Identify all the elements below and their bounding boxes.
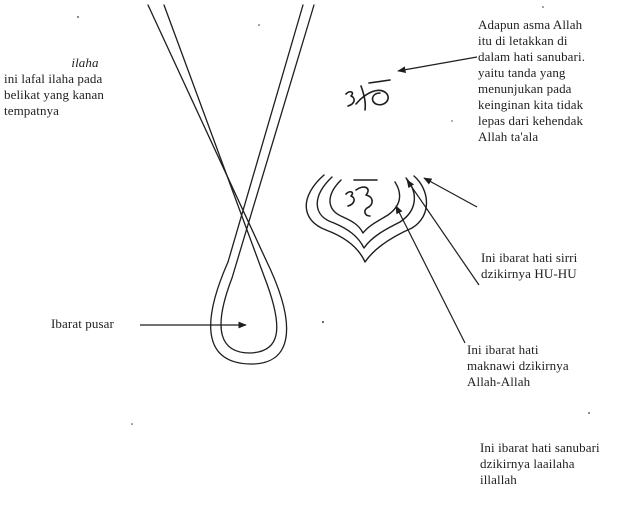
- hati-sanubari-line: Ini ibarat hati sanubari: [480, 440, 640, 456]
- asma-allah-line: keinginan kita tidak: [478, 97, 638, 113]
- asma-allah-line: dalam hati sanubari.: [478, 49, 638, 65]
- arrow-asma: [398, 57, 477, 71]
- heart-arc-inner: [330, 180, 400, 233]
- hati-sanubari-line: dzikirnya laailaha: [480, 456, 640, 472]
- hati-sirri-label: Ini ibarat hati sirri dzikirnya HU-HU: [481, 250, 631, 282]
- asma-allah-line: Allah ta'ala: [478, 129, 638, 145]
- hati-maknawi-line: maknawi dzikirnya: [467, 358, 617, 374]
- hati-sanubari-label: Ini ibarat hati sanubari dzikirnya laail…: [480, 440, 640, 488]
- asma-allah-line: yaitu tanda yang: [478, 65, 638, 81]
- loop-stroke-outer: [148, 5, 303, 364]
- script-mark-upper: [346, 80, 390, 110]
- ilaha-line: tempatnya: [4, 103, 166, 119]
- loop-stroke-inner: [164, 5, 314, 353]
- loop-figure: [148, 5, 314, 364]
- ilaha-title: ilaha: [4, 55, 166, 71]
- asma-allah-note: Adapun asma Allah itu di letakkan di dal…: [478, 17, 638, 145]
- hati-maknawi-label: Ini ibarat hati maknawi dzikirnya Allah-…: [467, 342, 617, 390]
- ilaha-line: belikat yang kanan: [4, 87, 166, 103]
- hati-sanubari-line: illallah: [480, 472, 640, 488]
- ilaha-label: ilaha ini lafal ilaha pada belikat yang …: [4, 55, 166, 119]
- arrow-heart-outer: [424, 178, 477, 207]
- arrow-sirri: [407, 180, 479, 285]
- script-mark-heart: [346, 180, 377, 216]
- asma-allah-line: itu di letakkan di: [478, 33, 638, 49]
- arrow-maknawi: [396, 206, 465, 343]
- hati-sirri-line: Ini ibarat hati sirri: [481, 250, 631, 266]
- ilaha-line: ini lafal ilaha pada: [4, 71, 166, 87]
- hati-sirri-line: dzikirnya HU-HU: [481, 266, 631, 282]
- asma-allah-line: lepas dari kehendak: [478, 113, 638, 129]
- asma-allah-line: Adapun asma Allah: [478, 17, 638, 33]
- pusar-label: Ibarat pusar: [51, 316, 114, 332]
- asma-allah-line: menunjukan pada: [478, 81, 638, 97]
- hati-maknawi-line: Allah-Allah: [467, 374, 617, 390]
- hati-maknawi-line: Ini ibarat hati: [467, 342, 617, 358]
